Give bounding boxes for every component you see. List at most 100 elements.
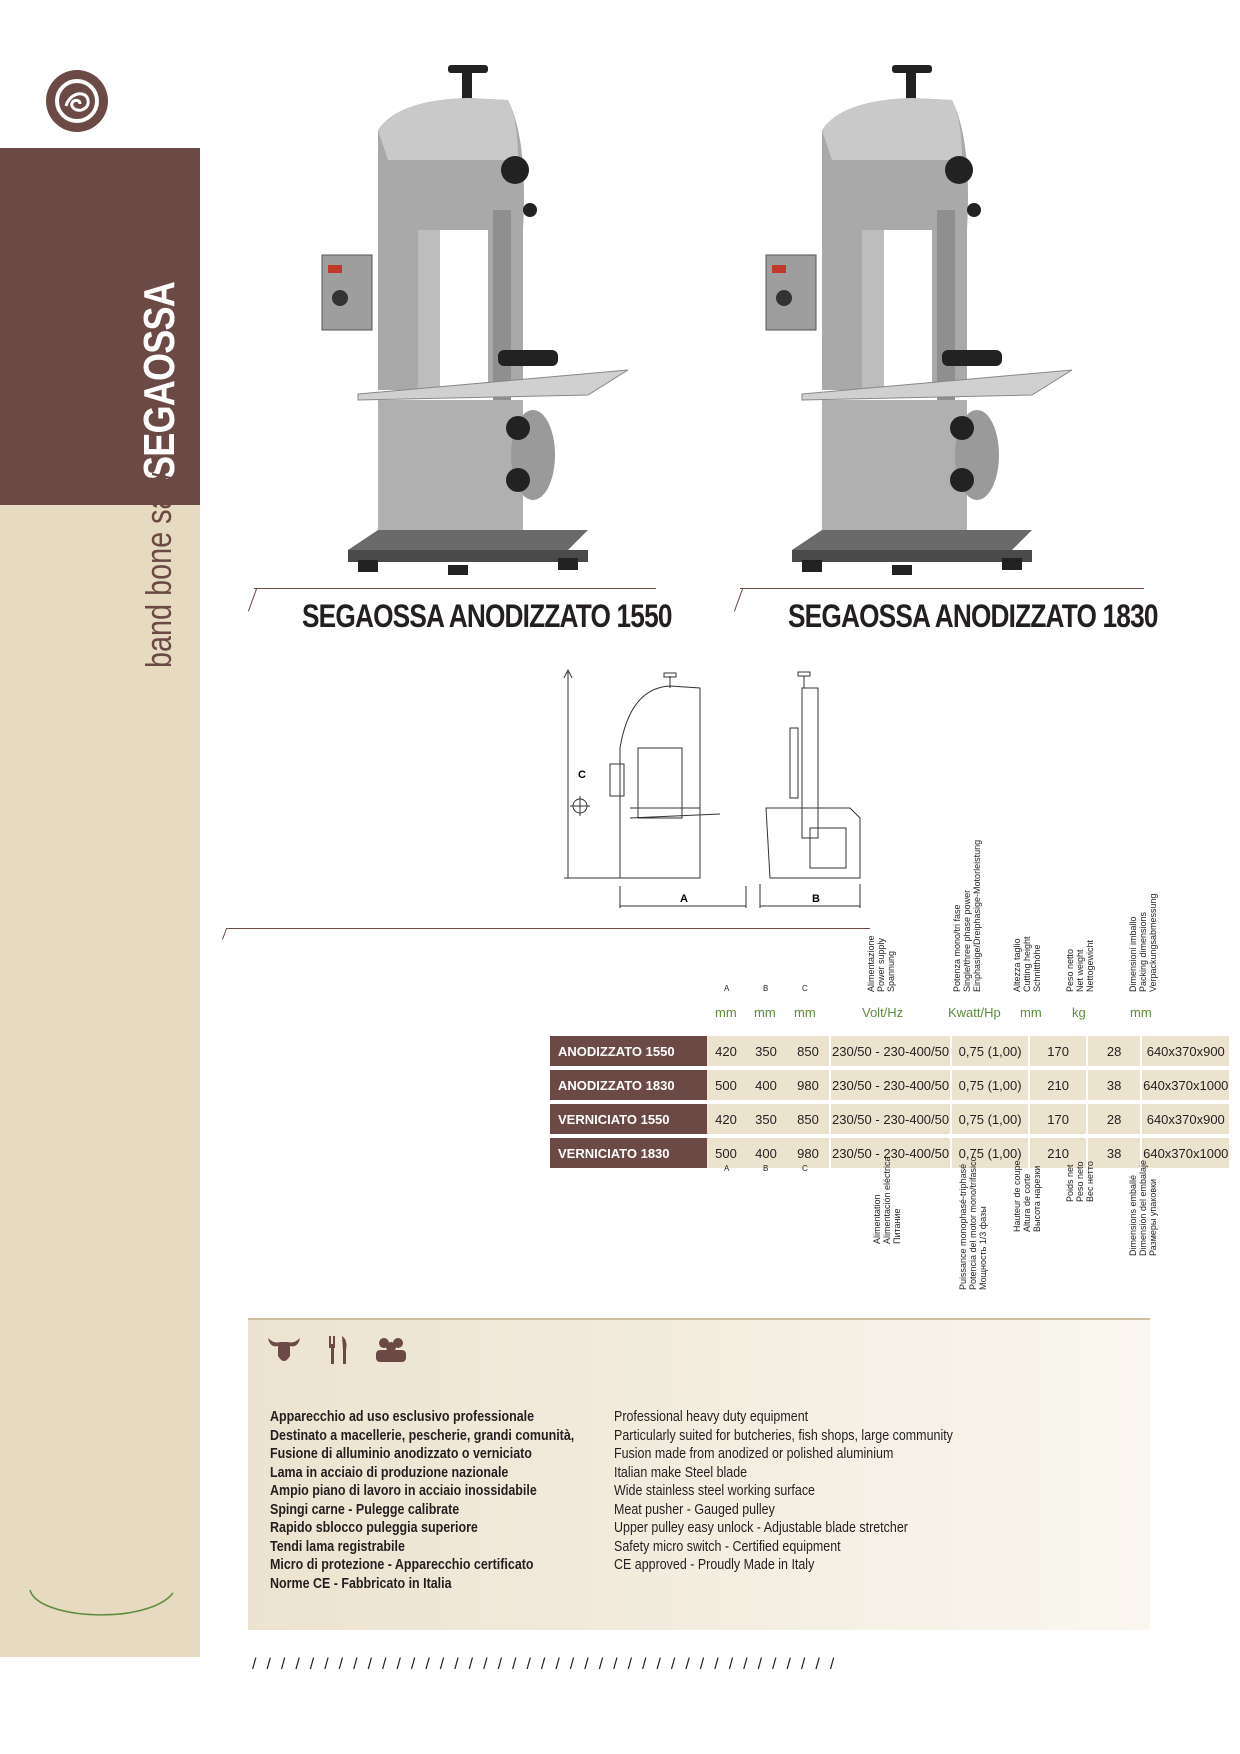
- spec-cell: 350: [745, 1036, 787, 1066]
- spec-cell: 230/50 - 230-400/50: [829, 1138, 951, 1168]
- feature-it-6: Spingi carne - Pulegge calibrate: [270, 1501, 460, 1518]
- col-foot-a: A: [724, 1164, 730, 1173]
- col-head-net-weight: Peso netto Net weight Nettogewicht: [1065, 939, 1095, 992]
- spec-cell: 500: [707, 1138, 745, 1168]
- feature-it-4: Lama in acciaio di produzione nazionale: [270, 1464, 509, 1481]
- unit-a: mm: [715, 1005, 737, 1020]
- fork-knife-icon: [329, 1336, 347, 1364]
- col-foot-cutting-height: Hauteur de coupe Altura de corte Высота …: [1012, 1160, 1042, 1232]
- feature-it-3: Fusione di alluminio anodizzato o vernic…: [270, 1446, 532, 1462]
- title-slash: [733, 588, 744, 612]
- feature-en-4: Italian make Steel blade: [614, 1464, 748, 1481]
- col-foot-c: C: [802, 1164, 808, 1173]
- col-head-a: A: [724, 984, 730, 993]
- spec-cell: 28: [1086, 1036, 1141, 1066]
- spec-cell: 28: [1086, 1104, 1141, 1134]
- feature-en-9: CE approved - Proudly Made in Italy: [614, 1557, 815, 1573]
- bull-head-icon: [268, 1338, 300, 1361]
- col-foot-net-weight: Poids net Peso neto Вес нетто: [1065, 1161, 1095, 1202]
- unit-c: mm: [794, 1005, 816, 1020]
- spec-row-label: ANODIZZATO 1550: [550, 1036, 707, 1066]
- sidebar-title-band: [0, 148, 200, 505]
- spec-cell: 0,75 (1,00): [950, 1138, 1029, 1168]
- feature-it-10: Norme CE - Fabbricato in Italia: [270, 1575, 452, 1592]
- spec-cell: 0,75 (1,00): [950, 1070, 1029, 1100]
- spec-cell: 210: [1028, 1070, 1087, 1100]
- spec-cell: 640x370x900: [1140, 1104, 1230, 1134]
- unit-power: Kwatt/Hp: [948, 1005, 1001, 1020]
- spec-cell: 640x370x1000: [1140, 1070, 1230, 1100]
- feature-it-9: Micro di protezione - Apparecchio certif…: [270, 1557, 534, 1573]
- features-english: Professional heavy duty equipment Partic…: [614, 1408, 953, 1575]
- title-rule: [740, 588, 1144, 589]
- col-foot-b: B: [763, 1164, 769, 1173]
- unit-packing: mm: [1130, 1005, 1152, 1020]
- col-head-c: C: [802, 984, 808, 993]
- feature-en-5: Wide stainless steel working surface: [614, 1483, 815, 1499]
- spec-row-label: ANODIZZATO 1830: [550, 1070, 707, 1100]
- section-title: SEGAOSSA: [135, 282, 184, 480]
- spec-cell: 640x370x1000: [1140, 1138, 1230, 1168]
- spec-cell: 420: [707, 1036, 745, 1066]
- col-head-packing: Dimensioni imballo Packing dimensions Ve…: [1128, 893, 1158, 992]
- product-title-1550: SEGAOSSA ANODIZZATO 1550: [302, 598, 672, 634]
- dim-label-c: C: [578, 769, 586, 781]
- feature-it-7: Rapido sblocco puleggia superiore: [270, 1520, 478, 1536]
- brand-logo: [46, 70, 108, 132]
- people-group-icon: [376, 1338, 406, 1362]
- bottom-decorative-slashes: ////////////////////////////////////////…: [252, 1656, 845, 1673]
- feature-en-3: Fusion made from anodized or polished al…: [614, 1446, 894, 1462]
- feature-it-1: Apparecchio ad uso esclusivo professiona…: [270, 1409, 535, 1425]
- spec-cell: 170: [1028, 1036, 1087, 1066]
- col-foot-power: Puissance monophasé-triphasé Potencia de…: [958, 1156, 988, 1290]
- feature-en-7: Upper pulley easy unlock - Adjustable bl…: [614, 1520, 908, 1536]
- features-italian: Apparecchio ad uso esclusivo professiona…: [270, 1408, 574, 1593]
- feature-it-2: Destinato a macellerie, pescherie, grand…: [270, 1427, 575, 1444]
- spec-cell: 850: [787, 1104, 829, 1134]
- feature-en-1: Professional heavy duty equipment: [614, 1409, 809, 1425]
- feature-en-6: Meat pusher - Gauged pulley: [614, 1501, 775, 1518]
- spec-cell: 210: [1028, 1138, 1087, 1168]
- dimension-drawing: C A B: [563, 668, 861, 908]
- title-slash: [247, 588, 258, 612]
- divider-slash: [221, 928, 228, 940]
- unit-cutting-height: mm: [1020, 1005, 1042, 1020]
- col-foot-packing: Dimensions emballé Dimensión del embalaj…: [1128, 1159, 1158, 1256]
- spec-cell: 230/50 - 230-400/50: [829, 1104, 951, 1134]
- spec-cell: 980: [787, 1138, 829, 1168]
- spec-row-label: VERNICIATO 1830: [550, 1138, 707, 1168]
- feature-en-8: Safety micro switch - Certified equipmen…: [614, 1538, 841, 1555]
- sidebar-beige-band: [0, 505, 200, 1657]
- decorative-swoosh: [29, 1589, 174, 1616]
- dim-label-b: B: [812, 893, 820, 905]
- spec-cell: 0,75 (1,00): [950, 1104, 1029, 1134]
- product-title-1830: SEGAOSSA ANODIZZATO 1830: [788, 598, 1158, 634]
- col-foot-power-supply: Alimentation Alimentación eléctrica Пита…: [872, 1156, 902, 1244]
- product-image-1830: [765, 65, 1073, 575]
- spec-cell: 230/50 - 230-400/50: [829, 1070, 951, 1100]
- unit-weight: kg: [1072, 1005, 1086, 1020]
- spec-cell: 38: [1086, 1138, 1141, 1168]
- section-divider: [226, 928, 870, 929]
- spec-cell: 640x370x900: [1140, 1036, 1230, 1066]
- unit-b: mm: [754, 1005, 776, 1020]
- spec-cell: 38: [1086, 1070, 1141, 1100]
- spec-cell: 170: [1028, 1104, 1087, 1134]
- feature-it-8: Tendi lama registrabile: [270, 1538, 405, 1555]
- features-box: [248, 1318, 1150, 1630]
- product-image-1550: [321, 65, 629, 575]
- title-rule: [254, 588, 656, 589]
- feature-en-2: Particularly suited for butcheries, fish…: [614, 1427, 953, 1444]
- spec-cell: 400: [745, 1138, 787, 1168]
- spec-cell: 350: [745, 1104, 787, 1134]
- dim-label-a: A: [680, 893, 688, 905]
- spec-cell: 400: [745, 1070, 787, 1100]
- spec-row-label: VERNICIATO 1550: [550, 1104, 707, 1134]
- spec-cell: 850: [787, 1036, 829, 1066]
- spec-cell: 0,75 (1,00): [950, 1036, 1029, 1066]
